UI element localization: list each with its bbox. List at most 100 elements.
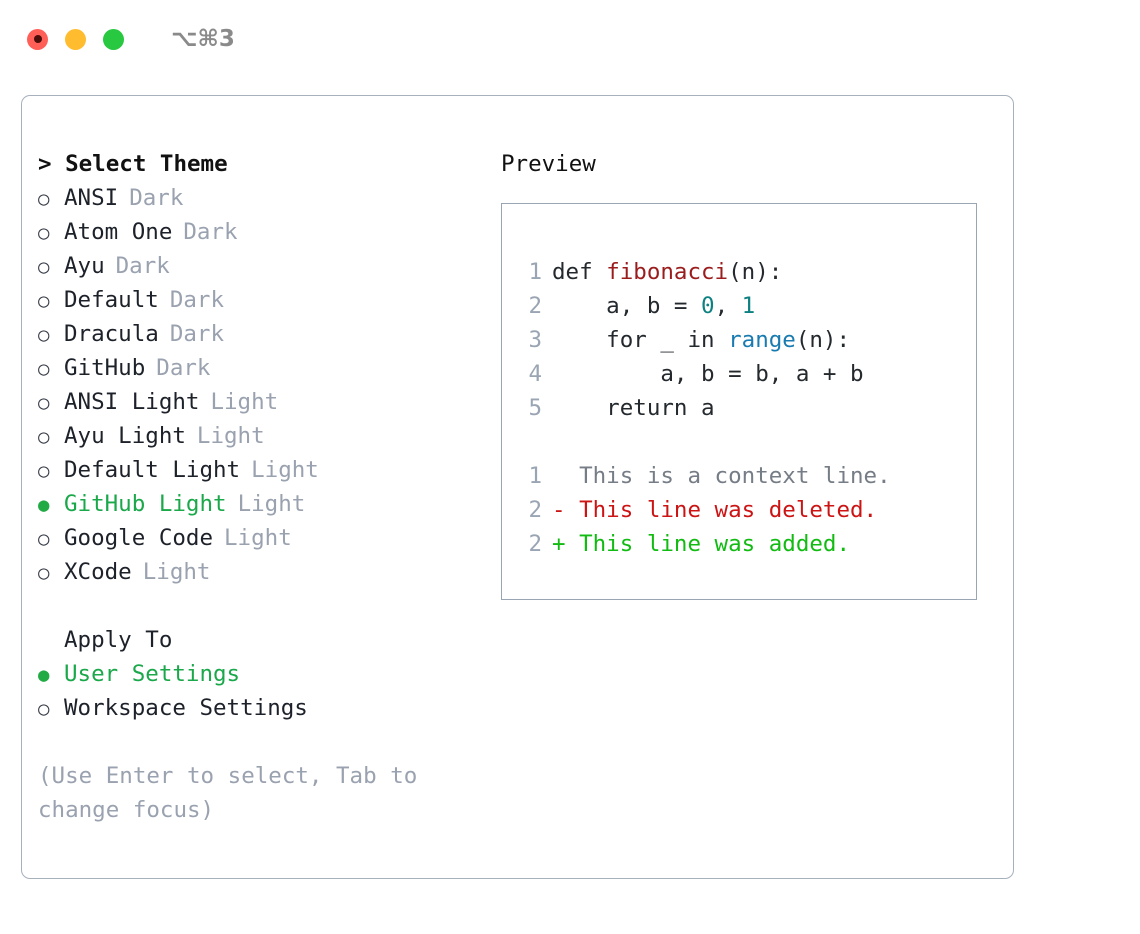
code-text: return a bbox=[552, 391, 715, 425]
code-line: 3 for _ in range(n): bbox=[518, 323, 972, 357]
close-button[interactable] bbox=[27, 28, 48, 50]
diff-line-context: 1 This is a context line. bbox=[518, 459, 972, 493]
theme-kind-badge: Dark bbox=[169, 321, 225, 347]
theme-kind-badge: Light bbox=[210, 389, 279, 415]
radio-unselected-icon: ○ bbox=[38, 358, 50, 380]
theme-kind-badge: Dark bbox=[156, 355, 211, 381]
radio-unselected-icon: ○ bbox=[38, 222, 50, 244]
line-number: 2 bbox=[528, 293, 542, 319]
apply-to-title: Apply To bbox=[64, 627, 173, 653]
theme-kind-badge: Dark bbox=[115, 253, 170, 279]
code-spacer bbox=[518, 425, 972, 459]
theme-list-item[interactable]: ○ Atom One Dark bbox=[38, 215, 468, 249]
theme-name: Atom One bbox=[64, 219, 173, 245]
apply-to-list: ●User Settings ○ Workspace Settings bbox=[38, 657, 468, 725]
code-line: 1 def fibonacci(n): bbox=[518, 255, 972, 289]
code-text: a, b = 0, 1 bbox=[552, 289, 755, 323]
apply-to-label: Workspace Settings bbox=[64, 695, 308, 721]
code-token-plain: return a bbox=[552, 395, 715, 421]
title-bar: ⌥⌘3 bbox=[0, 0, 1140, 78]
theme-list-item[interactable]: ○ Google Code Light bbox=[38, 521, 468, 555]
theme-name: Google Code bbox=[64, 525, 214, 551]
code-line: 5 return a bbox=[518, 391, 972, 425]
radio-unselected-icon: ○ bbox=[38, 290, 50, 312]
theme-list-item[interactable]: ○ Dracula Dark bbox=[38, 317, 468, 351]
line-number: 1 bbox=[528, 463, 542, 489]
theme-name: ANSI Light bbox=[64, 389, 200, 415]
theme-list-item[interactable]: ○ Ayu Dark bbox=[38, 249, 468, 283]
theme-kind-badge: Light bbox=[142, 559, 211, 585]
theme-name: GitHub bbox=[64, 355, 146, 381]
theme-list-item[interactable]: ○ Default Light Light bbox=[38, 453, 468, 487]
code-token-call: range bbox=[728, 327, 796, 353]
apply-to-label: User Settings bbox=[64, 661, 241, 687]
diff-line-deleted: 2 - This line was deleted. bbox=[518, 493, 972, 527]
line-number: 5 bbox=[528, 395, 542, 421]
code-token-function: fibonacci bbox=[606, 259, 729, 285]
diff-text: - This line was deleted. bbox=[552, 497, 878, 523]
theme-kind-badge: Light bbox=[251, 457, 319, 483]
radio-unselected-icon: ○ bbox=[38, 460, 50, 482]
code-token-plain: (n): bbox=[795, 327, 851, 353]
diff-line-added: 2 + This line was added. bbox=[518, 527, 972, 561]
theme-name: Dracula bbox=[64, 321, 159, 347]
code-token-plain: def bbox=[552, 259, 607, 285]
theme-name: Default Light bbox=[64, 457, 241, 483]
apply-to-section: Apply To ●User Settings ○ Workspace Settin… bbox=[38, 623, 468, 725]
keyboard-hint: (Use Enter to select, Tab to change focu… bbox=[38, 763, 418, 823]
radio-unselected-icon: ○ bbox=[38, 528, 50, 550]
theme-kind-badge: Light bbox=[196, 423, 265, 449]
code-token-plain: (n): bbox=[728, 259, 783, 285]
code-text: def fibonacci(n): bbox=[552, 255, 782, 289]
theme-kind-badge: Light bbox=[224, 525, 292, 551]
code-token-plain: a, b = b, a + b bbox=[552, 361, 864, 387]
radio-unselected-icon: ○ bbox=[38, 392, 50, 414]
diff-text: + This line was added. bbox=[552, 531, 851, 557]
theme-list-item[interactable]: ○ ANSI Light Light bbox=[38, 385, 468, 419]
page-title: > Select Theme bbox=[38, 151, 228, 177]
theme-name: Ayu bbox=[64, 253, 105, 279]
theme-name: ANSI bbox=[64, 185, 119, 211]
line-number: 2 bbox=[528, 497, 542, 523]
line-number: 4 bbox=[528, 361, 542, 387]
line-number: 3 bbox=[528, 327, 542, 353]
theme-kind-badge: Dark bbox=[183, 219, 238, 245]
code-token-plain: a, b = bbox=[552, 293, 702, 319]
apply-to-option[interactable]: ●User Settings bbox=[38, 657, 468, 691]
theme-name: XCode bbox=[64, 559, 132, 585]
line-number: 2 bbox=[528, 531, 542, 557]
traffic-lights bbox=[27, 28, 124, 50]
preview-title: Preview bbox=[501, 151, 596, 177]
code-text: for _ in range(n): bbox=[552, 323, 850, 357]
shortcut-label: ⌥⌘3 bbox=[171, 26, 235, 52]
code-token-plain: for _ in bbox=[552, 327, 729, 353]
zoom-button[interactable] bbox=[103, 28, 124, 50]
minimize-button[interactable] bbox=[65, 28, 86, 50]
radio-unselected-icon: ○ bbox=[38, 324, 50, 346]
code-token-plain: , bbox=[714, 293, 742, 319]
radio-unselected-icon: ○ bbox=[38, 188, 50, 210]
line-number: 1 bbox=[528, 259, 542, 285]
theme-list-item[interactable]: ○ GitHub Dark bbox=[38, 351, 468, 385]
radio-selected-icon: ● bbox=[38, 494, 50, 516]
radio-unselected-icon: ○ bbox=[38, 698, 50, 720]
radio-unselected-icon: ○ bbox=[38, 256, 50, 278]
radio-unselected-icon: ○ bbox=[38, 426, 50, 448]
diff-sample: 1 This is a context line. 2 - This line wa… bbox=[518, 459, 972, 561]
code-token-number: 0 bbox=[701, 293, 715, 319]
apply-to-option[interactable]: ○ Workspace Settings bbox=[38, 691, 468, 725]
theme-name: GitHub Light bbox=[64, 491, 227, 517]
